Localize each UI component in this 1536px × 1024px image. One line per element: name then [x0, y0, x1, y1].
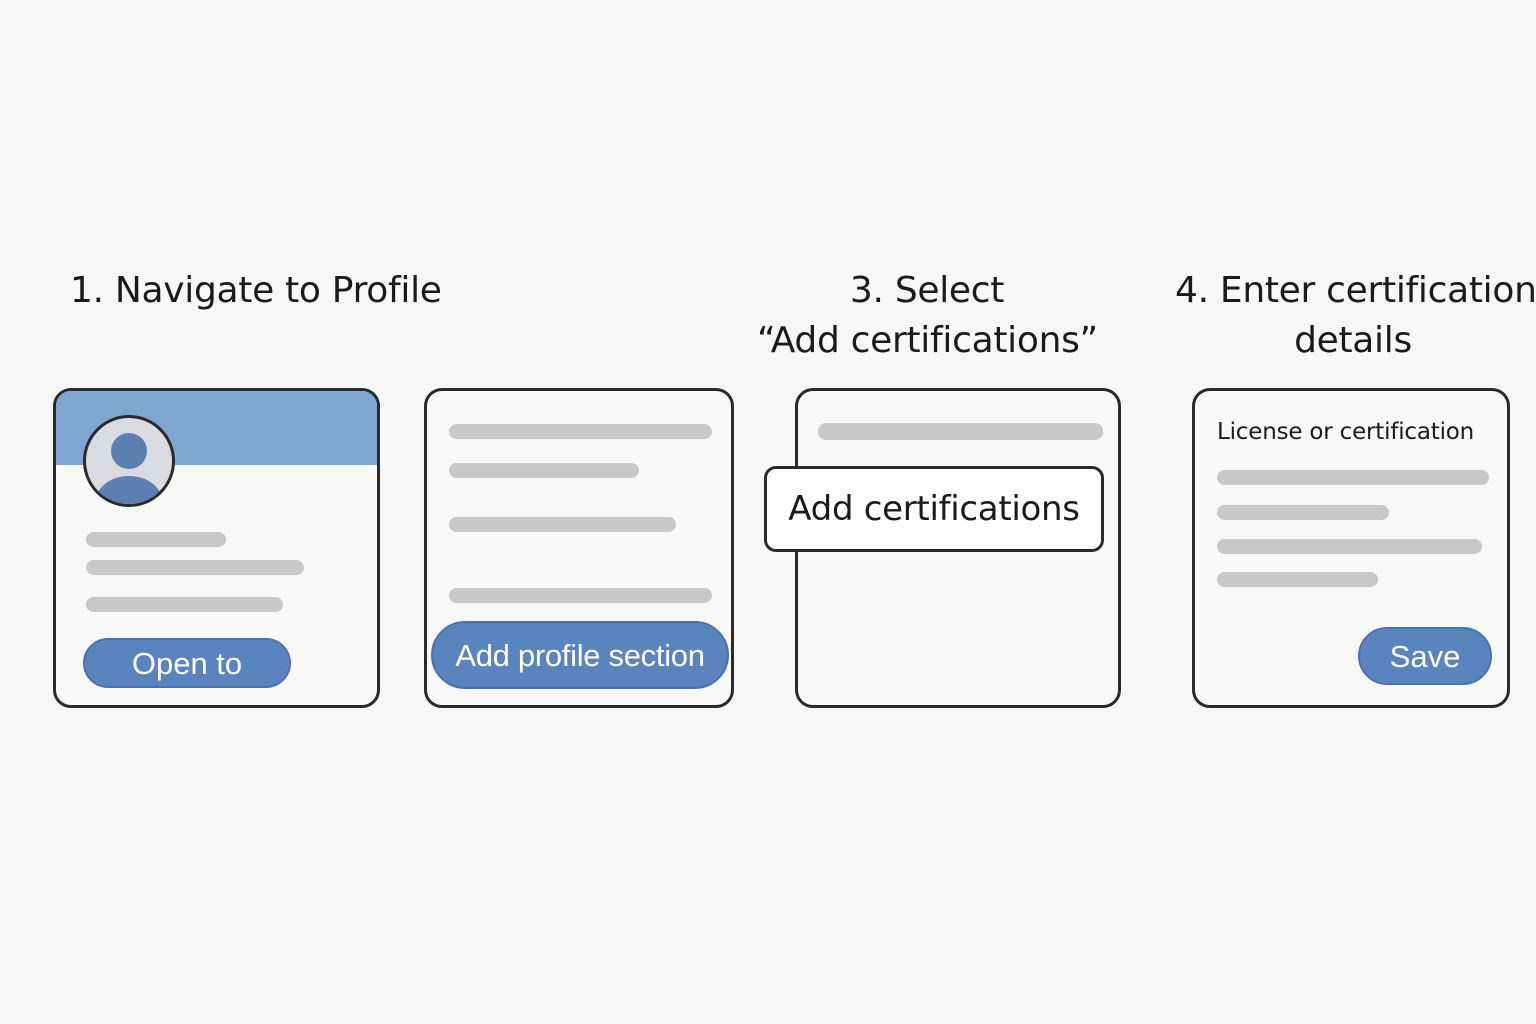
placeholder-line	[86, 560, 304, 575]
placeholder-line	[449, 463, 639, 478]
step-4-certification-form-panel: License or certification Save	[1192, 388, 1510, 708]
step-4-title-line-1: 4. Enter certification	[1175, 270, 1536, 311]
step-1-title: 1. Navigate to Profile	[70, 266, 442, 316]
placeholder-line	[1217, 505, 1389, 520]
step-2-profile-section-panel: Add profile section	[424, 388, 734, 708]
step-3-title-line-2: “Add certifications”	[757, 320, 1098, 361]
user-avatar-icon	[83, 415, 175, 507]
placeholder-line	[1217, 572, 1378, 587]
save-button[interactable]: Save	[1358, 627, 1492, 685]
placeholder-line	[1217, 539, 1482, 554]
placeholder-line	[449, 517, 676, 532]
placeholder-line	[1217, 470, 1489, 485]
step-1-profile-panel: Open to	[53, 388, 380, 708]
placeholder-line	[449, 424, 712, 439]
step-3-title: 3. Select “Add certifications”	[757, 266, 1098, 366]
placeholder-line	[818, 423, 1103, 440]
add-certifications-option[interactable]: Add certifications	[764, 466, 1104, 552]
step-4-title-line-2: details	[1294, 320, 1412, 361]
placeholder-line	[86, 532, 226, 547]
add-profile-section-button[interactable]: Add profile section	[431, 621, 729, 689]
step-3-title-line-1: 3. Select	[849, 270, 1005, 311]
placeholder-line	[449, 588, 712, 603]
step-4-title: 4. Enter certification details	[1175, 266, 1536, 366]
license-or-certification-label: License or certification	[1217, 419, 1475, 445]
avatar-head	[111, 433, 147, 469]
open-to-button[interactable]: Open to	[83, 638, 291, 688]
step-1-title-line-1: 1. Navigate to Profile	[70, 270, 442, 311]
avatar-body	[96, 476, 162, 504]
placeholder-line	[86, 597, 283, 612]
